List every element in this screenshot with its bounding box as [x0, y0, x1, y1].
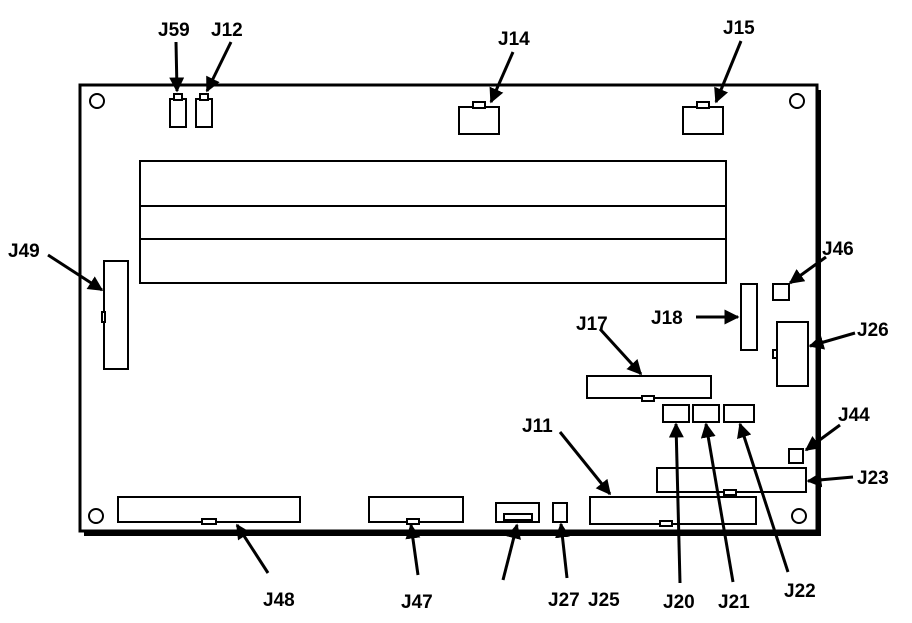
- arrow-j11: [558, 431, 612, 496]
- connector-j23: [656, 467, 807, 493]
- arrow-j44: [804, 423, 841, 452]
- connector-j59-tab: [173, 93, 183, 101]
- mounting-hole-bottom-right: [791, 508, 807, 524]
- connectors: [101, 93, 809, 527]
- connector-j12: [195, 98, 213, 128]
- connector-j11: [589, 496, 757, 525]
- label-j18: J18: [651, 308, 683, 329]
- arrow-j12: [205, 41, 233, 93]
- label-j44: J44: [838, 405, 870, 426]
- arrow-j59: [169, 41, 185, 93]
- leader-arrows: [47, 40, 856, 584]
- label-j15: J15: [723, 18, 755, 39]
- label-j47: J47: [401, 592, 433, 613]
- memory-slots: [139, 160, 727, 284]
- arrow-j15: [714, 40, 743, 104]
- arrow-j47: [405, 523, 421, 576]
- connector-j15-tab: [696, 101, 710, 109]
- arrow-j48: [235, 523, 270, 574]
- connector-j18: [740, 283, 758, 351]
- label-j14: J14: [498, 29, 530, 50]
- connector-j27: [552, 502, 568, 523]
- connector-j21: [692, 404, 720, 423]
- connector-j11-key: [659, 520, 673, 527]
- arrow-j27: [555, 522, 570, 579]
- connector-j23-key: [723, 489, 737, 496]
- label-j48: J48: [263, 590, 295, 611]
- connector-j25-inner: [503, 513, 533, 521]
- label-j46: J46: [822, 239, 854, 260]
- connector-j17-key: [641, 395, 655, 402]
- label-j20: J20: [663, 592, 695, 613]
- label-j23: J23: [857, 468, 889, 489]
- connector-j44: [788, 448, 804, 464]
- connector-j59: [169, 98, 187, 128]
- connector-j47: [368, 496, 464, 523]
- arrow-j26: [808, 331, 856, 350]
- connector-j14: [458, 106, 500, 135]
- connector-j49-key: [101, 311, 106, 323]
- connector-j26: [776, 321, 809, 387]
- connector-j15: [682, 106, 724, 135]
- connector-j14-tab: [472, 101, 486, 109]
- label-j11: J11: [522, 416, 553, 437]
- label-j27: J27: [548, 590, 580, 611]
- connector-j20: [662, 404, 690, 423]
- arrow-j23: [806, 472, 854, 488]
- arrow-j17: [598, 327, 643, 376]
- connector-j22: [723, 404, 755, 423]
- arrow-j25: [501, 523, 521, 581]
- label-j17: J17: [576, 314, 608, 335]
- connector-j47-key: [406, 518, 420, 525]
- memory-slot-2: [139, 205, 727, 240]
- mounting-hole-bottom-left: [88, 508, 104, 524]
- label-j12: J12: [211, 20, 243, 41]
- memory-slot-1: [139, 160, 727, 207]
- arrow-j20: [668, 422, 684, 584]
- memory-slot-3: [139, 238, 727, 284]
- connector-j12-tab: [199, 93, 209, 101]
- mounting-hole-top-left: [89, 93, 105, 109]
- arrow-j49: [47, 253, 104, 292]
- arrow-j21: [700, 422, 735, 583]
- connector-j48: [117, 496, 301, 523]
- connector-j26-key: [772, 349, 778, 359]
- label-j22: J22: [784, 581, 816, 602]
- label-j21: J21: [718, 592, 750, 613]
- connector-j17: [586, 375, 712, 399]
- arrow-j22: [737, 422, 790, 573]
- connector-j46: [772, 283, 790, 301]
- arrow-j14: [489, 51, 515, 104]
- label-j26: J26: [857, 320, 889, 341]
- label-j25: J25: [588, 590, 620, 611]
- mounting-hole-top-right: [789, 93, 805, 109]
- connector-labels: J59 J12 J14 J15 J49 J46 J18 J17 J26 J11 …: [8, 18, 889, 613]
- label-j59: J59: [158, 20, 190, 41]
- label-j49: J49: [8, 241, 40, 262]
- arrow-j46: [788, 255, 827, 285]
- board-outline: [78, 83, 819, 533]
- connector-j48-key: [201, 518, 217, 525]
- connector-j49: [103, 260, 129, 370]
